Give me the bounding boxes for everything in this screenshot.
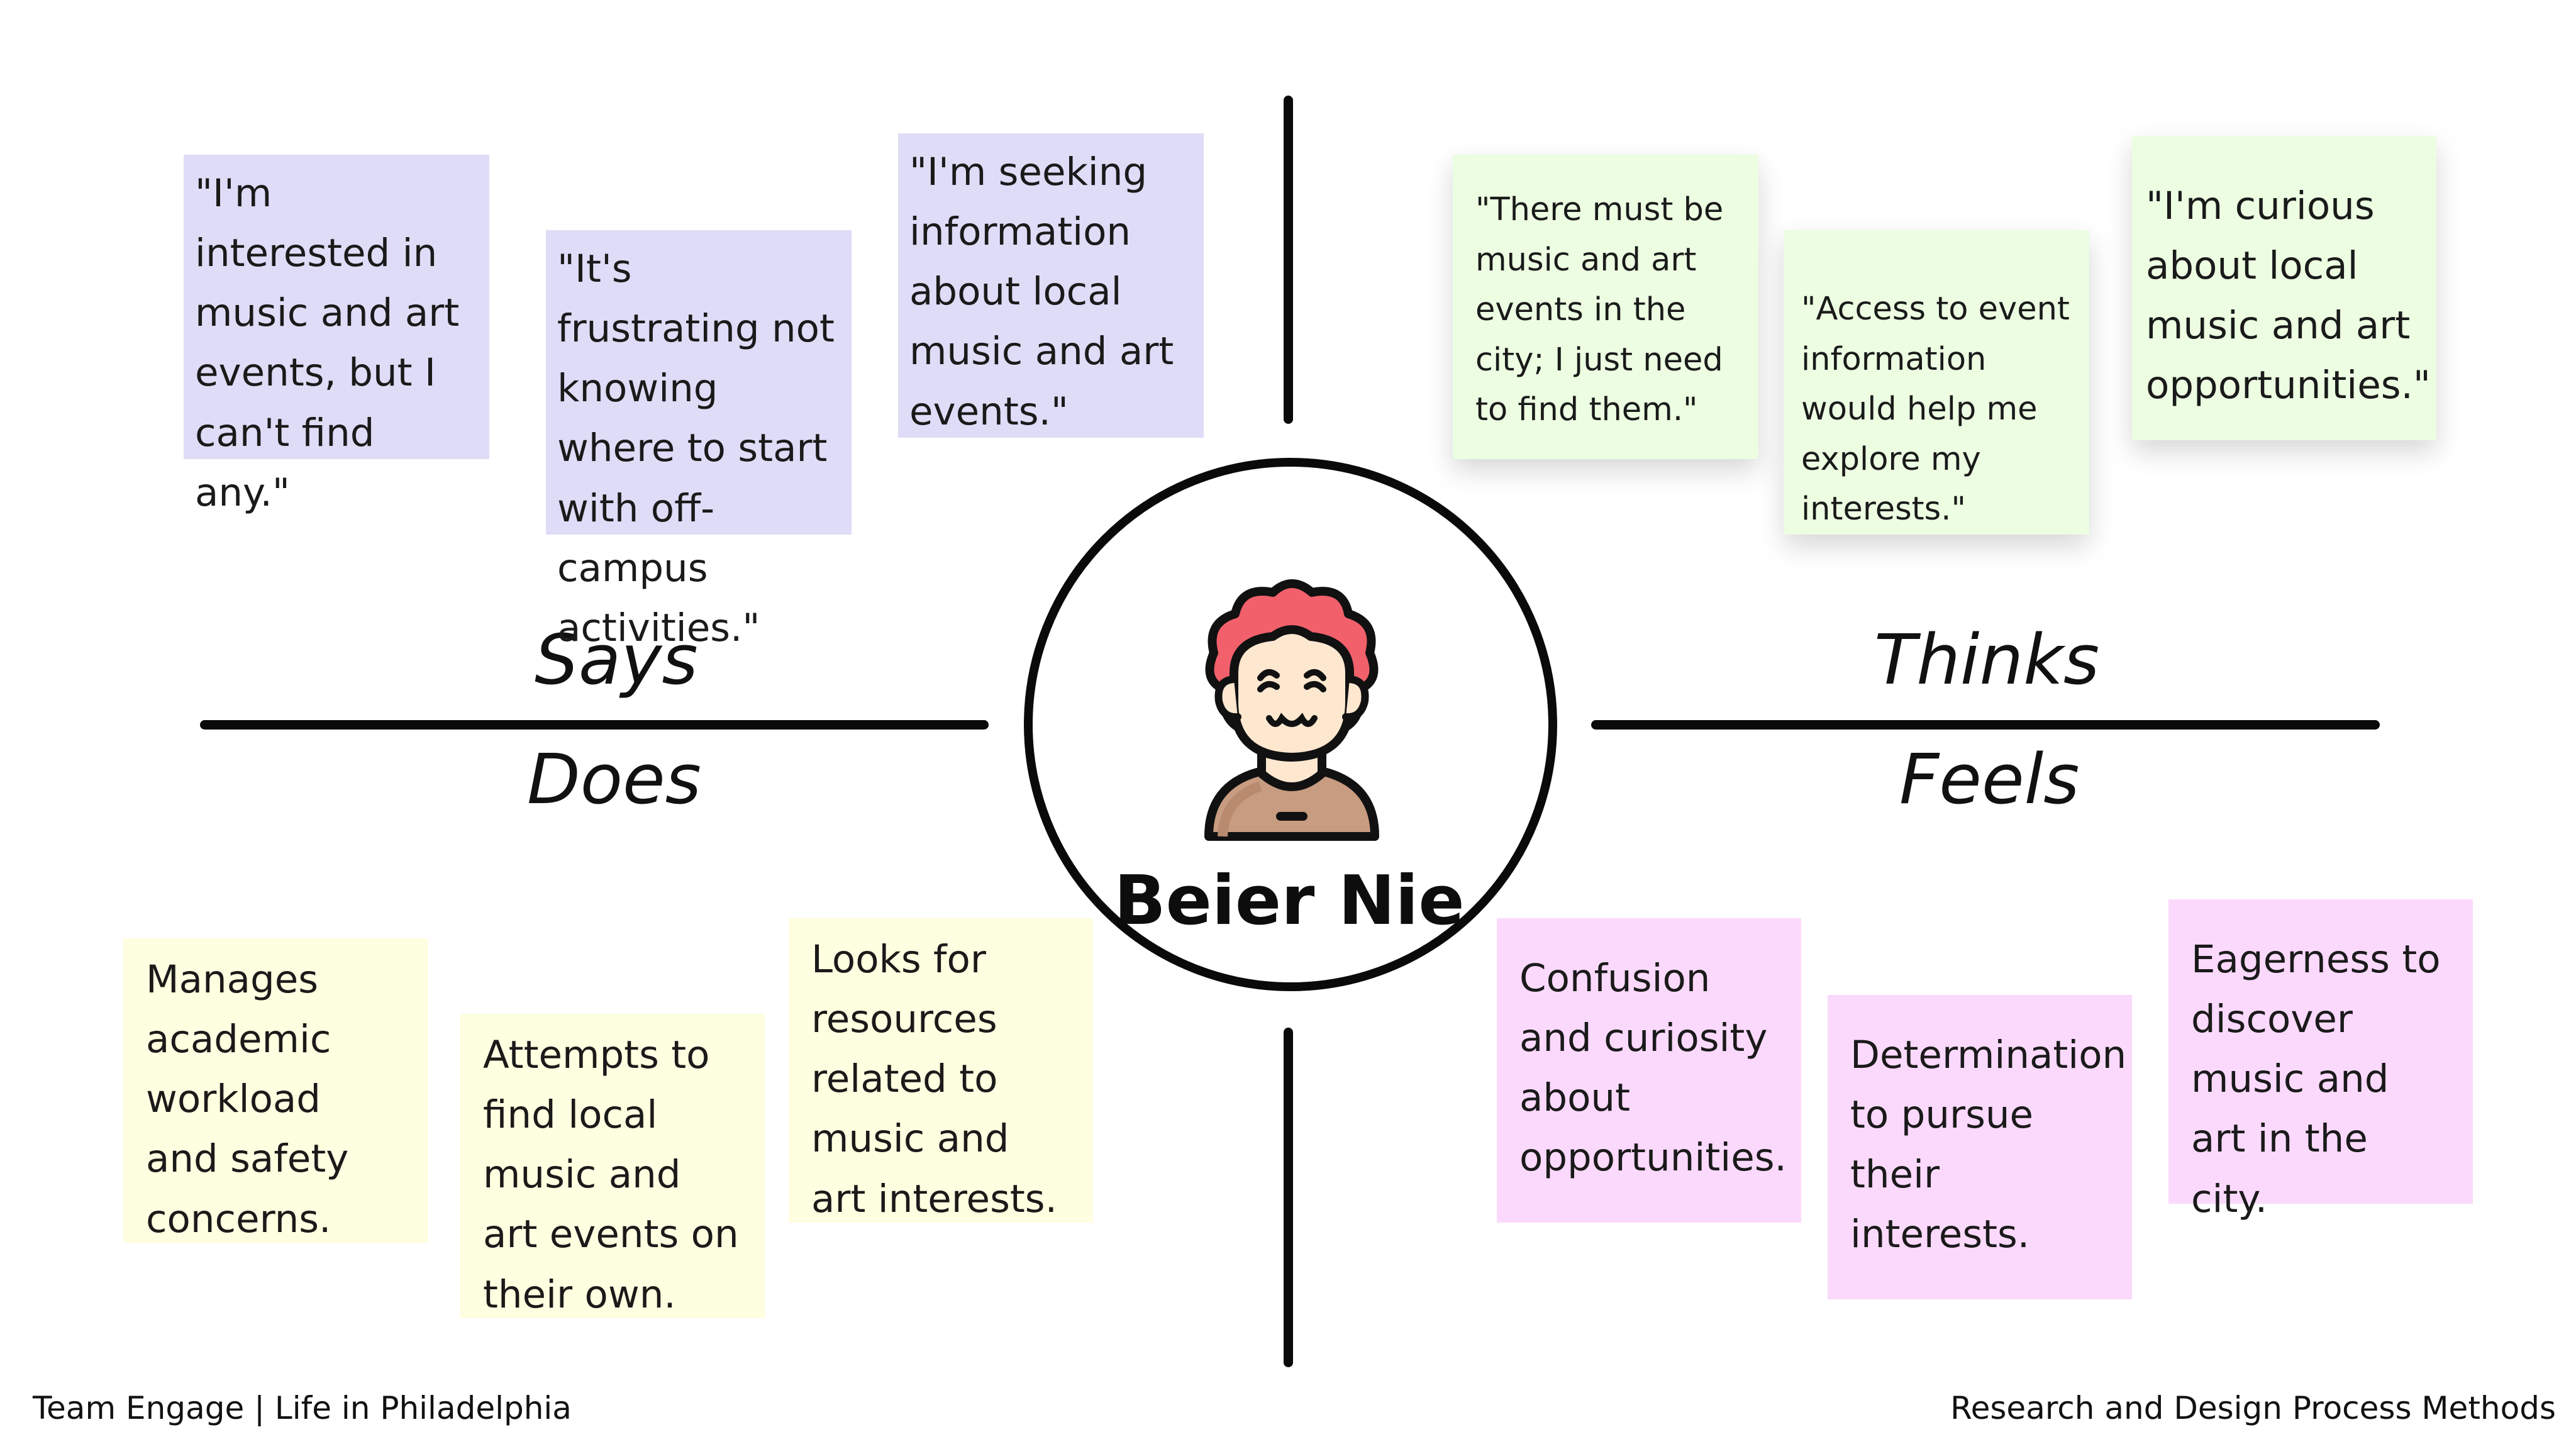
feels-note-2: Determination to pursue their interests. (1828, 995, 2132, 1299)
feels-note-text: Determination to pursue their interests. (1850, 1033, 2127, 1257)
quadrant-label-says: Says (535, 619, 698, 700)
horizontal-divider-left (200, 720, 989, 730)
says-note-1: "I'm interested in music and art events,… (184, 155, 489, 515)
says-note-text: "I'm seeking information about local mus… (909, 150, 1174, 434)
does-note-1: Manages academic workload and safety con… (123, 938, 428, 1243)
feels-note-text: Eagerness to discover music and art in t… (2191, 937, 2441, 1221)
person-avatar-icon (1204, 579, 1379, 841)
quadrant-label-does: Does (527, 739, 701, 819)
vertical-divider-top (1284, 96, 1293, 424)
thinks-note-text: "There must be music and art events in t… (1475, 191, 1724, 429)
quadrant-label-thinks: Thinks (1874, 619, 2100, 700)
quadrant-label-feels: Feels (1899, 739, 2080, 819)
persona-name: Beier Nie (1114, 862, 1465, 940)
does-note-text: Looks for resources related to music and… (811, 937, 1057, 1221)
does-note-text: Manages academic workload and safety con… (146, 957, 349, 1241)
thinks-note-text: "I'm curious about local music and art o… (2146, 184, 2431, 408)
feels-note-1: Confusion and curiosity about opportunit… (1497, 918, 1801, 1223)
does-note-2: Attempts to find local music and art eve… (460, 1014, 765, 1318)
thinks-note-3: "I'm curious about local music and art o… (2132, 136, 2436, 440)
footer-left: Team Engage | Life in Philadelphia (33, 1390, 572, 1426)
thinks-note-2: "Access to event information would help … (1784, 230, 2089, 535)
feels-note-3: Eagerness to discover music and art in t… (2168, 899, 2473, 1221)
says-note-text: "I'm interested in music and art events,… (195, 171, 460, 515)
thinks-note-1: "There must be music and art events in t… (1453, 155, 1758, 459)
says-note-text: "It's frustrating not knowing where to s… (557, 247, 835, 650)
vertical-divider-bottom (1284, 1028, 1293, 1367)
says-note-2: "It's frustrating not knowing where to s… (546, 230, 852, 650)
says-note-3: "I'm seeking information about local mus… (898, 133, 1204, 438)
thinks-note-text: "Access to event information would help … (1801, 291, 2070, 528)
does-note-text: Attempts to find local music and art eve… (483, 1033, 739, 1317)
footer-right: Research and Design Process Methods (1950, 1390, 2556, 1426)
feels-note-text: Confusion and curiosity about opportunit… (1519, 956, 1787, 1180)
does-note-3: Looks for resources related to music and… (789, 918, 1093, 1223)
horizontal-divider-right (1591, 720, 2380, 730)
